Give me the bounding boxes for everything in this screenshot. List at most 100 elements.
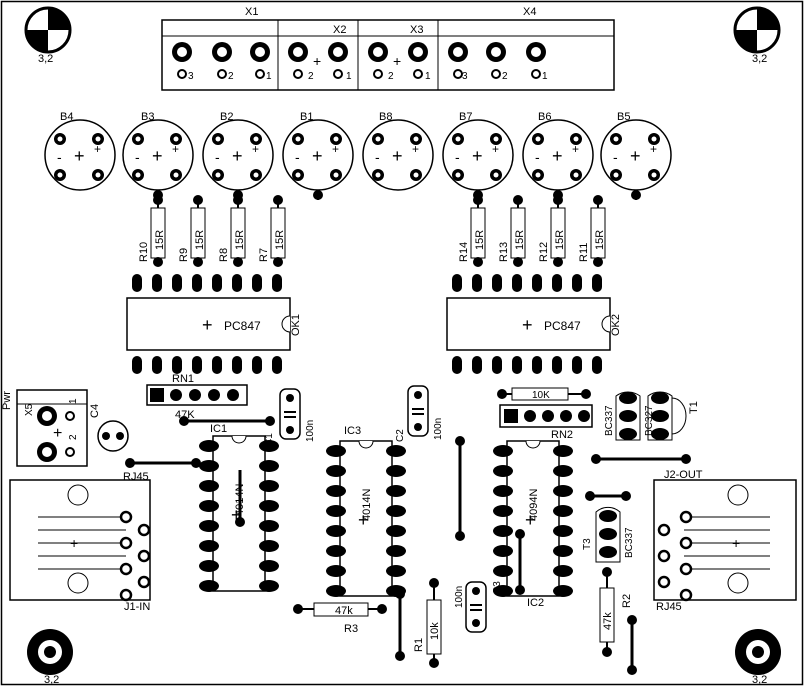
svg-text:+: +: [358, 510, 369, 530]
r1-value: 10k: [429, 622, 441, 640]
t3-ref: T3: [582, 538, 593, 550]
ic-ic3: +4014N IC3: [326, 425, 406, 597]
ic-ref: IC3: [344, 425, 361, 437]
fiducial-bottom-right: 3,2: [735, 629, 781, 686]
ic-part: 4094N: [528, 489, 540, 521]
resistor-r3: 47k R3: [293, 602, 387, 635]
pushbutton-b7: B7-++: [442, 111, 514, 200]
pushbutton-b4: B4-++: [44, 111, 116, 191]
opto-ref: OK2: [610, 314, 622, 336]
svg-text:+: +: [732, 535, 740, 551]
cap-c4: C4: [89, 404, 129, 452]
pushbutton-label: B4: [60, 111, 73, 123]
svg-text:+: +: [53, 425, 62, 442]
resistor-value: 15R: [234, 230, 246, 250]
x2-pin-2: 2: [308, 71, 314, 82]
t1-ref: T1: [688, 401, 700, 414]
pushbutton-label: B2: [220, 111, 233, 123]
ic-ref: IC1: [210, 423, 227, 435]
x3-pin-2: 2: [388, 71, 394, 82]
c3-value: 100n: [454, 586, 465, 608]
r3-ref: R3: [344, 623, 358, 635]
svg-text:+: +: [70, 535, 78, 551]
minus-sign: -: [295, 149, 300, 165]
svg-text:+: +: [312, 146, 323, 166]
fiducial-top-right: 3,2: [733, 6, 781, 65]
resistor-ref: R14: [458, 242, 470, 262]
x4-pin-3: 3: [462, 71, 468, 82]
resistor-r9: 15R R9: [178, 195, 206, 267]
plus-sign: +: [252, 142, 259, 156]
rn2-value: 10K: [532, 390, 550, 401]
resistor-r1: 10k R1: [413, 578, 442, 668]
mount-label-tl: 3,2: [38, 53, 53, 65]
resistor-value: 15R: [154, 230, 166, 250]
r3-value: 47k: [335, 605, 353, 617]
x3-pin-1: 1: [425, 71, 431, 82]
t1-part: BC337: [604, 405, 615, 436]
svg-text:+: +: [392, 146, 403, 166]
rn1-ref: RN1: [172, 373, 194, 385]
minus-sign: -: [535, 149, 540, 165]
ic-part: 4014N: [361, 489, 373, 521]
plus-sign: +: [572, 142, 579, 156]
svg-text:+: +: [74, 146, 85, 166]
transistor-t2: BC327 T1: [644, 391, 700, 441]
pushbutton-b3: B3-++: [122, 111, 194, 200]
svg-text:+: +: [525, 510, 536, 530]
x2-pin-1: 1: [346, 71, 352, 82]
terminal-x1-label: X1: [245, 6, 258, 18]
j2-type: RJ45: [656, 601, 682, 613]
pushbutton-label: B6: [538, 111, 551, 123]
transistor-t3: BC337 T3: [582, 506, 635, 563]
svg-text:+: +: [552, 146, 563, 166]
resistor-ref: R9: [178, 248, 190, 262]
resistor-value: 15R: [194, 230, 206, 250]
mount-label-br: 3,2: [752, 674, 767, 686]
svg-text:+: +: [522, 315, 533, 335]
resistor-value: 15R: [274, 230, 286, 250]
opto-ref: OK1: [290, 314, 302, 336]
x1-pin-3: 3: [188, 71, 194, 82]
plus-sign: +: [332, 142, 339, 156]
resistor-rn-pullup: 10K: [497, 387, 591, 401]
r2-ref: R2: [621, 594, 633, 608]
rj45-j1: + RJ45 J1-IN: [9, 471, 151, 613]
resistor-r2: 47k R2: [599, 567, 633, 657]
resistor-banks: 15RR1015RR915RR815RR715RR1415RR1315RR121…: [138, 195, 606, 267]
resistor-ref: R11: [578, 243, 590, 262]
cap-c1: C1 100n: [264, 388, 316, 446]
resistor-value: 15R: [514, 230, 526, 250]
minus-sign: -: [135, 149, 140, 165]
j1-type: RJ45: [123, 471, 149, 483]
minus-sign: -: [455, 149, 460, 165]
pushbutton-label: B5: [617, 111, 630, 123]
fiducial-bottom-left: 3,2: [27, 629, 73, 686]
rj45-j2: + J2-OUT RJ45: [653, 469, 797, 613]
pushbutton-b8: B8-++: [362, 111, 434, 191]
c3-ref: C3: [492, 581, 503, 594]
plus-sign: +: [412, 142, 419, 156]
resistor-value: 15R: [554, 230, 566, 250]
minus-sign: -: [57, 149, 62, 165]
power-label: Pwr: [1, 391, 13, 410]
fiducial-top-left: 3,2: [24, 6, 72, 65]
pushbutton-label: B7: [459, 111, 472, 123]
pushbutton-b6: B6-++: [522, 111, 594, 200]
j2-name: J2-OUT: [664, 469, 703, 481]
power-terminal-x5: + X5 1 2 Pwr: [1, 389, 88, 467]
c1-value: 100n: [305, 420, 316, 442]
resistor-ref: R13: [498, 242, 510, 262]
opto-part: PC847: [544, 319, 581, 333]
cap-c3: 100n C3: [454, 581, 503, 633]
svg-text:+: +: [202, 315, 213, 335]
pushbutton-b2: B2-++: [202, 111, 274, 200]
jumper-wires: [125, 416, 691, 675]
